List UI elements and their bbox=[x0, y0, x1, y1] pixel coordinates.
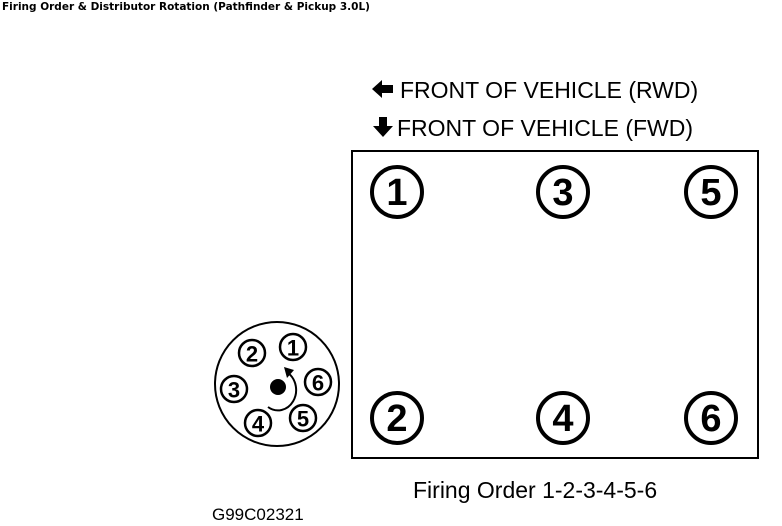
cylinder-3-ring bbox=[536, 165, 590, 219]
front-rwd-label: FRONT OF VEHICLE (RWD) bbox=[400, 77, 698, 103]
cylinder-1: 1 bbox=[370, 165, 424, 219]
distributor-terminal-4-number: 4 bbox=[252, 412, 265, 437]
cylinder-2-number: 2 bbox=[386, 398, 407, 440]
distributor-terminal-5-number: 5 bbox=[297, 407, 309, 432]
distributor-terminal-3-number: 3 bbox=[228, 378, 240, 403]
cylinder-1-ring bbox=[370, 165, 424, 219]
distributor-terminal-2: 2 bbox=[237, 338, 267, 368]
distributor-terminal-6-number: 6 bbox=[312, 371, 324, 396]
distributor-cap bbox=[214, 321, 340, 447]
distributor-terminal-2-number: 2 bbox=[246, 342, 258, 367]
distributor-terminal-3: 3 bbox=[219, 374, 249, 404]
cylinder-1-number: 1 bbox=[386, 172, 407, 214]
arrow-down-icon bbox=[373, 117, 393, 137]
cylinder-5-number: 5 bbox=[700, 172, 721, 214]
cylinder-2: 2 bbox=[370, 391, 424, 445]
distributor-terminal-1: 1 bbox=[278, 332, 308, 362]
distributor-terminal-4-ring bbox=[243, 408, 273, 438]
engine-block bbox=[351, 150, 759, 459]
rotation-arrowhead-icon bbox=[284, 367, 294, 378]
rotation-arrow-icon bbox=[267, 372, 298, 412]
distributor-terminal-6: 6 bbox=[303, 367, 333, 397]
distributor-terminal-1-number: 1 bbox=[287, 336, 299, 361]
distributor-terminal-4: 4 bbox=[243, 408, 273, 438]
cylinder-6-ring bbox=[684, 391, 738, 445]
cylinder-6: 6 bbox=[684, 391, 738, 445]
figure-id: G99C02321 bbox=[212, 505, 304, 524]
cylinder-6-number: 6 bbox=[700, 398, 721, 440]
cylinder-2-ring bbox=[370, 391, 424, 445]
distributor-center-dot bbox=[270, 379, 286, 395]
cylinder-3: 3 bbox=[536, 165, 590, 219]
page-title: Firing Order & Distributor Rotation (Pat… bbox=[2, 1, 370, 13]
cylinder-5-ring bbox=[684, 165, 738, 219]
cylinder-4: 4 bbox=[536, 391, 590, 445]
cylinder-3-number: 3 bbox=[552, 172, 573, 214]
cylinder-4-ring bbox=[536, 391, 590, 445]
firing-order-label: Firing Order 1-2-3-4-5-6 bbox=[413, 477, 657, 503]
cylinder-5: 5 bbox=[684, 165, 738, 219]
distributor-terminal-1-ring bbox=[278, 332, 308, 362]
front-fwd-label: FRONT OF VEHICLE (FWD) bbox=[397, 115, 693, 141]
distributor-terminal-6-ring bbox=[303, 367, 333, 397]
arrow-left-icon bbox=[372, 80, 393, 98]
distributor-terminal-3-ring bbox=[219, 374, 249, 404]
distributor-terminal-5-ring bbox=[288, 403, 318, 433]
cylinder-4-number: 4 bbox=[552, 398, 573, 440]
distributor-terminal-5: 5 bbox=[288, 403, 318, 433]
distributor-terminal-2-ring bbox=[237, 338, 267, 368]
